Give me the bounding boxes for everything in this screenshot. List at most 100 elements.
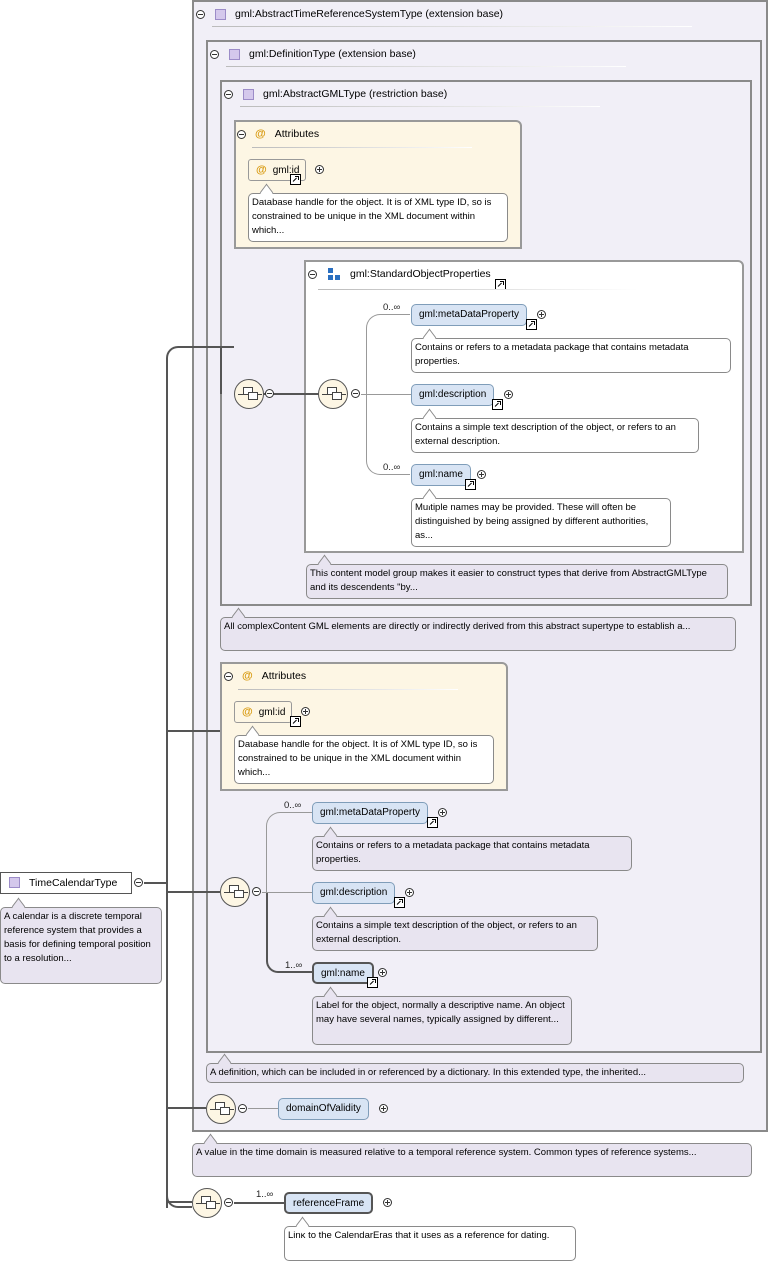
complex-type-icon [215, 8, 226, 20]
element-label: referenceFrame [293, 1198, 365, 1209]
reference-arrow-icon[interactable] [290, 716, 301, 727]
root-type-node[interactable]: TimeCalendarType [0, 872, 132, 894]
mandatory-branch-line [266, 893, 312, 973]
connector-line [168, 730, 220, 732]
sequence-icon[interactable] [234, 379, 264, 409]
element-label: gml:description [419, 389, 487, 400]
element-metadata-property-inner[interactable]: gml:metaDataProperty [411, 304, 528, 326]
connector-line [248, 1108, 278, 1109]
sequence-icon[interactable] [206, 1094, 236, 1124]
cardinality-label: 1..∞ [256, 1189, 274, 1200]
standard-object-properties-header[interactable]: gml:StandardObjectProperties [308, 268, 491, 280]
element-doc: Contains or refers to a metadata package… [411, 338, 731, 373]
collapse-icon[interactable] [351, 389, 360, 398]
expand-icon[interactable] [378, 968, 387, 977]
connector-line [168, 891, 220, 893]
reference-arrow-icon[interactable] [526, 319, 537, 330]
element-name-inner[interactable]: gml:name [411, 464, 471, 486]
attr-id-definition[interactable]: @ gml:id [234, 701, 293, 723]
reference-arrow-icon[interactable] [290, 174, 301, 185]
attribute-icon: @ [242, 706, 253, 718]
sequence-collapse[interactable] [252, 887, 261, 899]
expand-icon[interactable] [379, 1104, 388, 1113]
sequence-icon[interactable] [318, 379, 348, 409]
connector-line [262, 393, 320, 395]
collapse-icon[interactable] [134, 878, 143, 887]
root-type-name: TimeCalendarType [29, 877, 118, 889]
reference-arrow-icon[interactable] [492, 399, 503, 410]
cardinality-label: 1..∞ [285, 960, 303, 971]
connector-line [144, 882, 168, 884]
cardinality-label: 0..∞ [383, 302, 401, 313]
connector-line [220, 346, 234, 394]
abstract-gml-type-header[interactable]: gml:AbstractGMLType (restriction base) [224, 88, 447, 100]
expand-icon[interactable] [383, 1198, 392, 1207]
attr-id-doc-inner: Database handle for the object. It is of… [248, 193, 508, 242]
collapse-icon[interactable] [238, 1104, 247, 1113]
abstract-gml-type-doc: All complexContent GML elements are dire… [220, 617, 736, 651]
header-divider [252, 147, 472, 148]
collapse-icon[interactable] [224, 671, 233, 681]
connector-line [361, 394, 411, 395]
abstract-time-reference-system-header[interactable]: gml:AbstractTimeReferenceSystemType (ext… [196, 8, 503, 20]
attr-id-label: gml:id [258, 707, 286, 718]
header-divider [240, 106, 600, 107]
expand-icon[interactable] [477, 470, 486, 479]
expand-icon[interactable] [438, 808, 447, 817]
sequence-collapse[interactable] [238, 1104, 247, 1116]
reference-arrow-icon[interactable] [427, 817, 438, 828]
sequence-collapse[interactable] [224, 1198, 233, 1210]
collapse-icon[interactable] [237, 129, 246, 139]
reference-arrow-icon[interactable] [394, 897, 405, 908]
connector-line [168, 1201, 192, 1203]
reference-arrow-icon[interactable] [465, 479, 476, 490]
root-branch-line [166, 346, 220, 1208]
collapse-icon[interactable] [224, 89, 233, 99]
element-description-inner[interactable]: gml:description [411, 384, 495, 406]
element-doc: Label for the object, normally a descrip… [312, 996, 572, 1045]
reference-arrow-icon[interactable] [367, 977, 378, 988]
sequence-icon[interactable] [220, 877, 250, 907]
attributes-header-definition[interactable]: @ Attributes [224, 670, 306, 682]
complex-type-icon [9, 877, 20, 888]
element-name-definition[interactable]: gml:name [312, 962, 374, 984]
element-domain-of-validity[interactable]: domainOfValidity [278, 1098, 369, 1120]
element-label: gml:metaDataProperty [419, 309, 520, 320]
collapse-icon[interactable] [252, 887, 261, 896]
collapse-icon[interactable] [265, 389, 274, 398]
expand-icon[interactable] [315, 165, 324, 174]
definition-type-doc: A definition, which can be included in o… [206, 1063, 744, 1083]
element-label: gml:metaDataProperty [320, 807, 421, 818]
expand-icon[interactable] [301, 707, 310, 716]
attribute-icon: @ [255, 128, 266, 140]
collapse-icon[interactable] [210, 49, 219, 59]
connector-line [168, 1107, 206, 1109]
cardinality-label: 0..∞ [284, 800, 302, 811]
sequence-collapse[interactable] [265, 389, 274, 401]
element-label: gml:description [320, 887, 388, 898]
group-icon [328, 268, 340, 280]
element-description-definition[interactable]: gml:description [312, 882, 396, 904]
collapse-icon[interactable] [224, 1198, 233, 1207]
attributes-label: Attributes [274, 128, 320, 140]
element-reference-frame[interactable]: referenceFrame [284, 1192, 374, 1214]
attribute-icon: @ [256, 164, 267, 176]
collapse-icon[interactable] [308, 269, 317, 279]
complex-type-icon [243, 88, 254, 100]
standard-object-properties-title: gml:StandardObjectProperties [350, 268, 491, 280]
expand-icon[interactable] [504, 390, 513, 399]
connector-line [218, 346, 220, 348]
expand-icon[interactable] [405, 888, 414, 897]
element-metadata-property-definition[interactable]: gml:metaDataProperty [312, 802, 429, 824]
element-doc: Contains or refers to a metadata package… [312, 836, 632, 871]
root-collapse[interactable] [134, 878, 143, 890]
definition-type-header[interactable]: gml:DefinitionType (extension base) [210, 48, 416, 60]
element-doc: Multiple names may be provided. These wi… [411, 498, 671, 547]
expand-icon[interactable] [537, 310, 546, 319]
branch-line [366, 314, 410, 475]
collapse-icon[interactable] [196, 9, 205, 19]
header-divider [226, 66, 626, 67]
attributes-header-inner[interactable]: @ Attributes [237, 128, 319, 140]
root-branch-line [166, 1100, 192, 1208]
sequence-collapse[interactable] [351, 389, 360, 401]
